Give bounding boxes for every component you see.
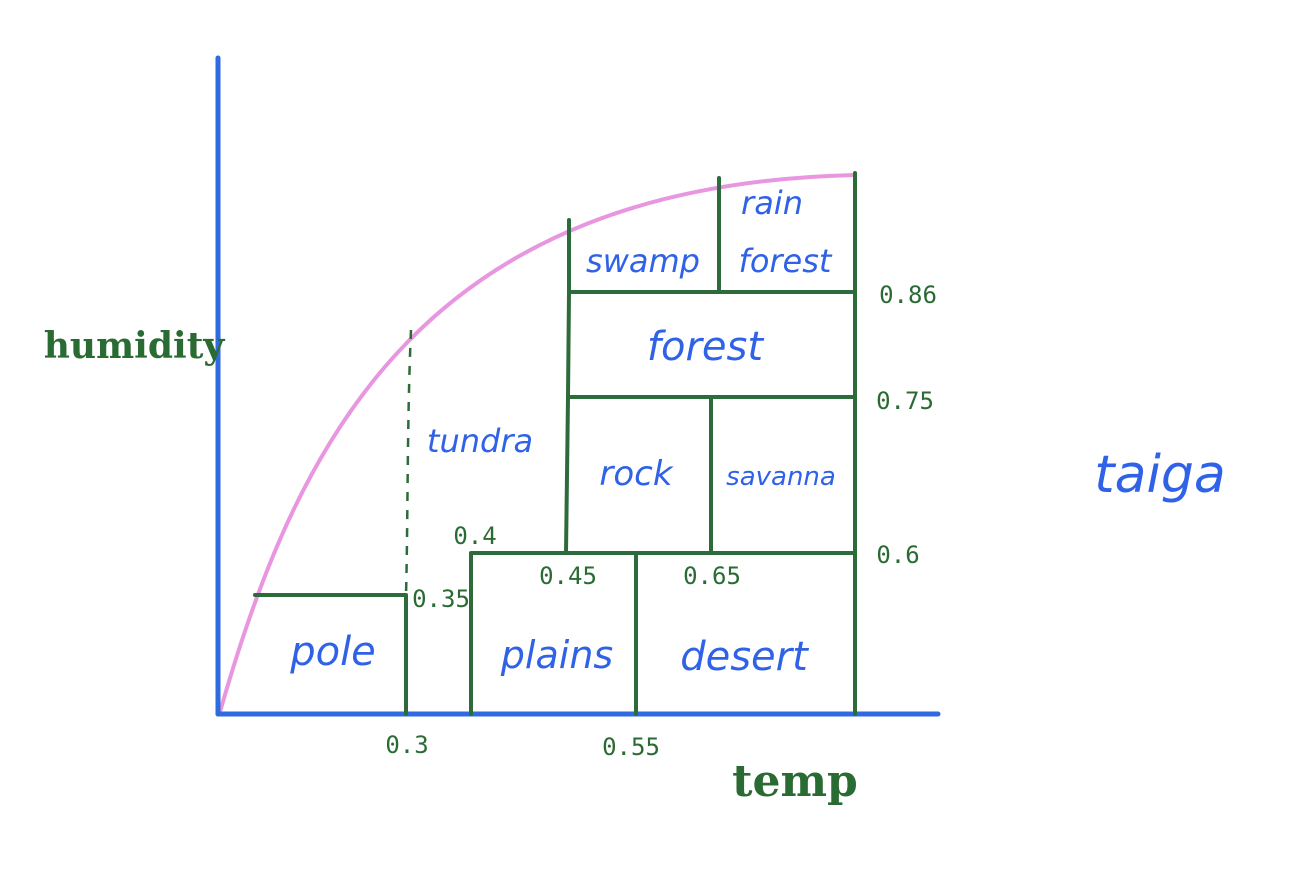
biome-label-savanna: savanna <box>726 462 836 492</box>
tick-label-0-6: 0.6 <box>876 541 919 569</box>
biome-label-taiga: taiga <box>1094 445 1226 505</box>
biome-label-forest: forest <box>647 324 764 370</box>
biome-label-plains: plains <box>500 633 613 677</box>
biome-label-rain-forest: forest <box>739 242 833 280</box>
rock-left-boundary <box>564 395 570 555</box>
y-axis-label: humidity <box>44 325 226 367</box>
forest-left-boundary <box>566 290 571 399</box>
plains-desert-boundary <box>469 551 857 716</box>
tick-label-0-75: 0.75 <box>876 387 934 415</box>
humidity-limit-curve <box>218 173 856 713</box>
tick-label-0-45: 0.45 <box>539 562 597 590</box>
x-axis-label: temp <box>732 756 858 807</box>
biome-label-swamp: swamp <box>586 242 700 280</box>
tick-label-0-3: 0.3 <box>385 731 428 759</box>
tick-label-0-65: 0.65 <box>683 562 741 590</box>
biome-label-desert: desert <box>680 634 809 680</box>
tick-label-0-35: 0.35 <box>412 585 470 613</box>
biome-label-rain: rain <box>741 184 803 222</box>
biome-label-rock: rock <box>599 454 673 494</box>
pole-boundary <box>253 593 408 716</box>
tick-label-0-4: 0.4 <box>453 522 496 550</box>
biome-label-tundra: tundra <box>427 422 533 460</box>
tundra-boundary-dashed <box>404 329 413 596</box>
tick-label-0-86: 0.86 <box>879 281 937 309</box>
tick-label-0-55: 0.55 <box>602 733 660 761</box>
biome-label-pole: pole <box>289 629 376 675</box>
